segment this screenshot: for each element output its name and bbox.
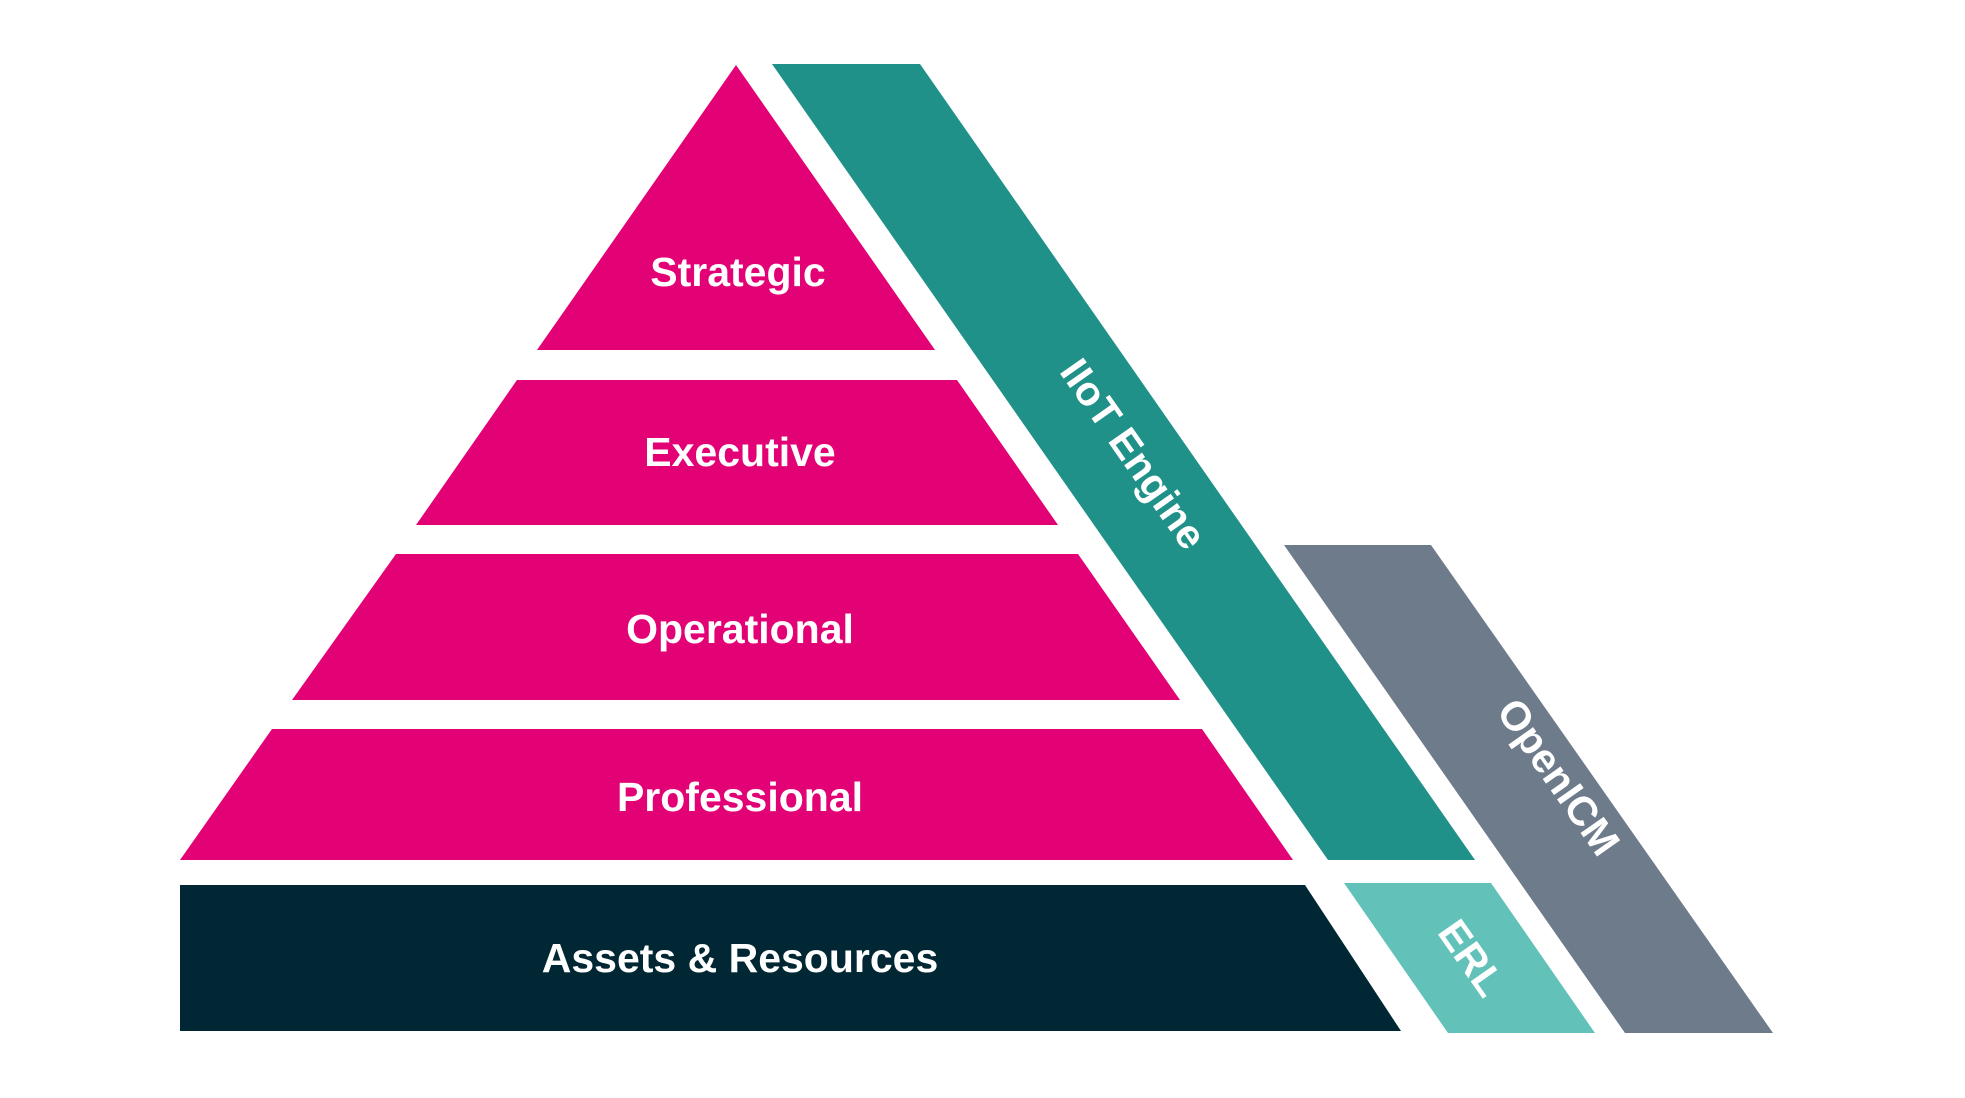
tier-assets-resources-shape (180, 885, 1401, 1031)
band-erl-shape (1344, 883, 1595, 1033)
tier-executive: Executive (416, 380, 1058, 525)
tier-professional-label: Professional (617, 774, 863, 820)
tier-strategic-shape (537, 65, 935, 350)
tier-strategic-label: Strategic (650, 249, 825, 295)
tier-assets-resources: Assets & Resources (180, 885, 1401, 1031)
band-openicm-shape (1284, 545, 1773, 1033)
tier-assets-resources-label: Assets & Resources (542, 935, 939, 981)
tier-executive-label: Executive (644, 429, 835, 475)
tier-operational-shape (292, 554, 1180, 700)
tier-professional: Professional (180, 729, 1293, 860)
tier-strategic: Strategic (537, 65, 935, 350)
tier-professional-shape (180, 729, 1293, 860)
tier-operational-label: Operational (626, 606, 854, 652)
tier-operational: Operational (292, 554, 1180, 700)
band-erl: ERL (1344, 883, 1595, 1033)
band-iiot-engine-shape (772, 64, 1475, 860)
tier-executive-shape (416, 380, 1058, 525)
pyramid: Strategic Executive Operational Professi… (180, 65, 1401, 1031)
